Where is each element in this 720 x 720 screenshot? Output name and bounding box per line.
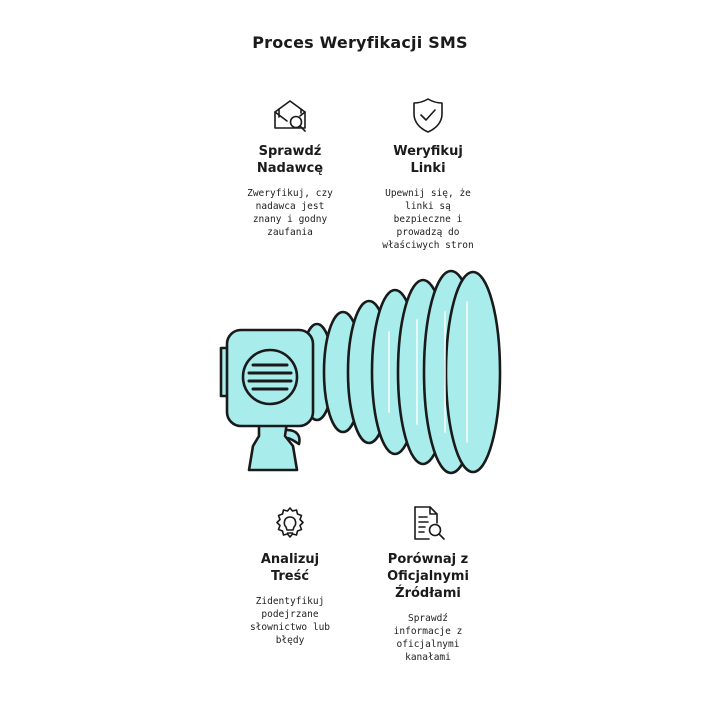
shield-check-icon [413,98,443,133]
step-title: Weryfikuj Linki [393,144,463,176]
step-check-sender: Sprawdź Nadawcę Zweryfikuj, czy nadawca … [225,95,355,239]
envelope-search-icon [274,100,306,132]
step-description: Zidentyfikuj podejrzane słownictwo lub b… [249,596,331,646]
lightbulb-gear-icon [276,507,304,538]
step-description: Sprawdź informacje z oficjalnymi kanałam… [393,613,463,663]
step-description: Zweryfikuj, czy nadawca jest znany i god… [247,188,333,238]
step-description: Upewnij się, że linki są bezpieczne i pr… [382,188,474,251]
diagram-title: Proces Weryfikacji SMS [252,33,468,52]
step-title: Analizuj Treść [260,552,320,584]
megaphone-illustration [219,269,502,475]
step-analyze-content: Analizuj Treść Zidentyfikuj podejrzane s… [225,503,355,647]
step-title: Porównaj z Oficjalnymi Źródłami [387,552,469,601]
step-title: Sprawdź Nadawcę [256,144,324,176]
step-compare-official-sources: Porównaj z Oficjalnymi Źródłami Sprawdź … [363,503,493,664]
document-search-icon [414,506,445,540]
step-verify-links: Weryfikuj Linki Upewnij się, że linki są… [363,95,493,252]
